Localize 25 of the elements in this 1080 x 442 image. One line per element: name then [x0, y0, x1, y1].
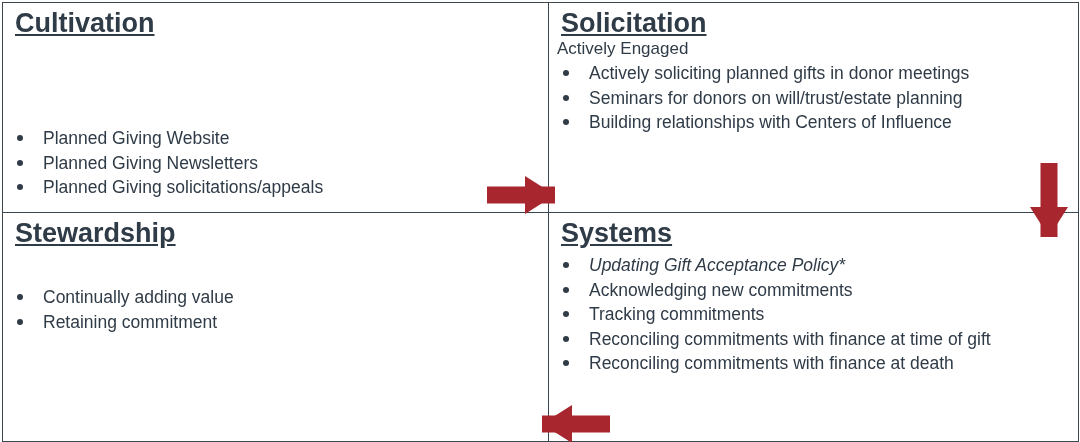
list-item-text: Planned Giving Newsletters: [43, 152, 258, 173]
quadrant-panel: [2, 2, 549, 213]
list-item-text: Retaining commitment: [43, 311, 218, 332]
section-heading: Systems: [561, 217, 673, 249]
list-item-text: Continually adding value: [43, 287, 234, 307]
list-item-text: Acknowledging new commitments: [589, 279, 853, 300]
list-item-text: Updating Gift Acceptance Policy*: [589, 255, 846, 275]
arrow: [487, 176, 555, 214]
subheading: Actively Engaged: [557, 39, 689, 59]
section-heading: Solicitation: [561, 7, 707, 39]
quadrant-panel: [2, 212, 549, 442]
list-item-text: Building relationships with Centers of Influence: [589, 112, 952, 132]
list-item-text: Reconciling commitments with finance at time of gift: [589, 328, 991, 349]
arrow: [542, 405, 610, 442]
list-item-text: Reconciling commitments with finance at death: [589, 353, 954, 373]
list-item-text: Planned Giving Website: [43, 128, 230, 148]
list-item-text: Tracking commitments: [589, 304, 765, 324]
quadrant-panel: [548, 2, 1079, 213]
quadrant-panel: [548, 212, 1079, 442]
list-item-text: Actively soliciting planned gifts in donor meetings: [589, 63, 970, 83]
list-item-text: Seminars for donors on will/trust/estate planning: [589, 87, 963, 108]
list-item-text: Planned Giving solicitations/appeals: [43, 177, 324, 197]
section-heading: Cultivation: [15, 7, 155, 39]
arrow: [1030, 163, 1068, 237]
section-heading: Stewardship: [15, 217, 176, 249]
